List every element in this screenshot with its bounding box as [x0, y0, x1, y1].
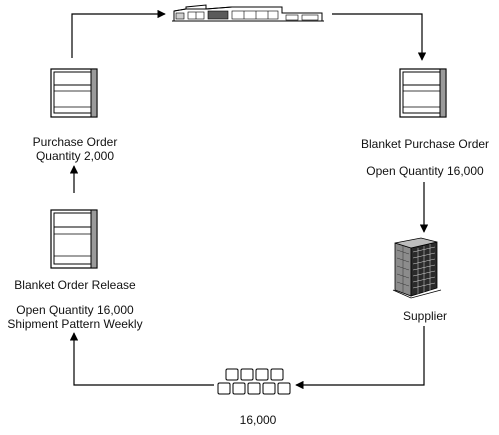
release-title-label: Blanket Order Release: [14, 278, 136, 292]
quantity-16000-label: 16,000: [239, 413, 277, 427]
arrow-supplier-to-boxes: [295, 326, 425, 390]
bpo-quantity-label: Open Quantity 16,000: [366, 164, 484, 178]
arrow-po-to-warehouse: [71, 9, 166, 58]
po-quantity-label: Quantity 2,000: [35, 149, 115, 163]
document-icon-bpo: [399, 68, 447, 118]
document-icon-release: [50, 209, 98, 269]
arrow-warehouse-to-bpo: [332, 13, 427, 61]
po-title-label: Purchase Order: [32, 135, 118, 149]
supplier-label: Supplier: [402, 309, 448, 323]
document-icon-po: [50, 68, 98, 118]
warehouse-icon: [172, 4, 324, 22]
boxes-icon: [217, 368, 291, 395]
bpo-title-label: Blanket Purchase Order: [360, 137, 490, 151]
supplier-building-icon: [392, 237, 442, 299]
release-pattern-label: Shipment Pattern Weekly: [7, 317, 143, 331]
arrow-boxes-to-release: [69, 332, 214, 386]
release-quantity-label: Open Quantity 16,000: [16, 303, 134, 317]
flow-arrows: [69, 9, 429, 390]
